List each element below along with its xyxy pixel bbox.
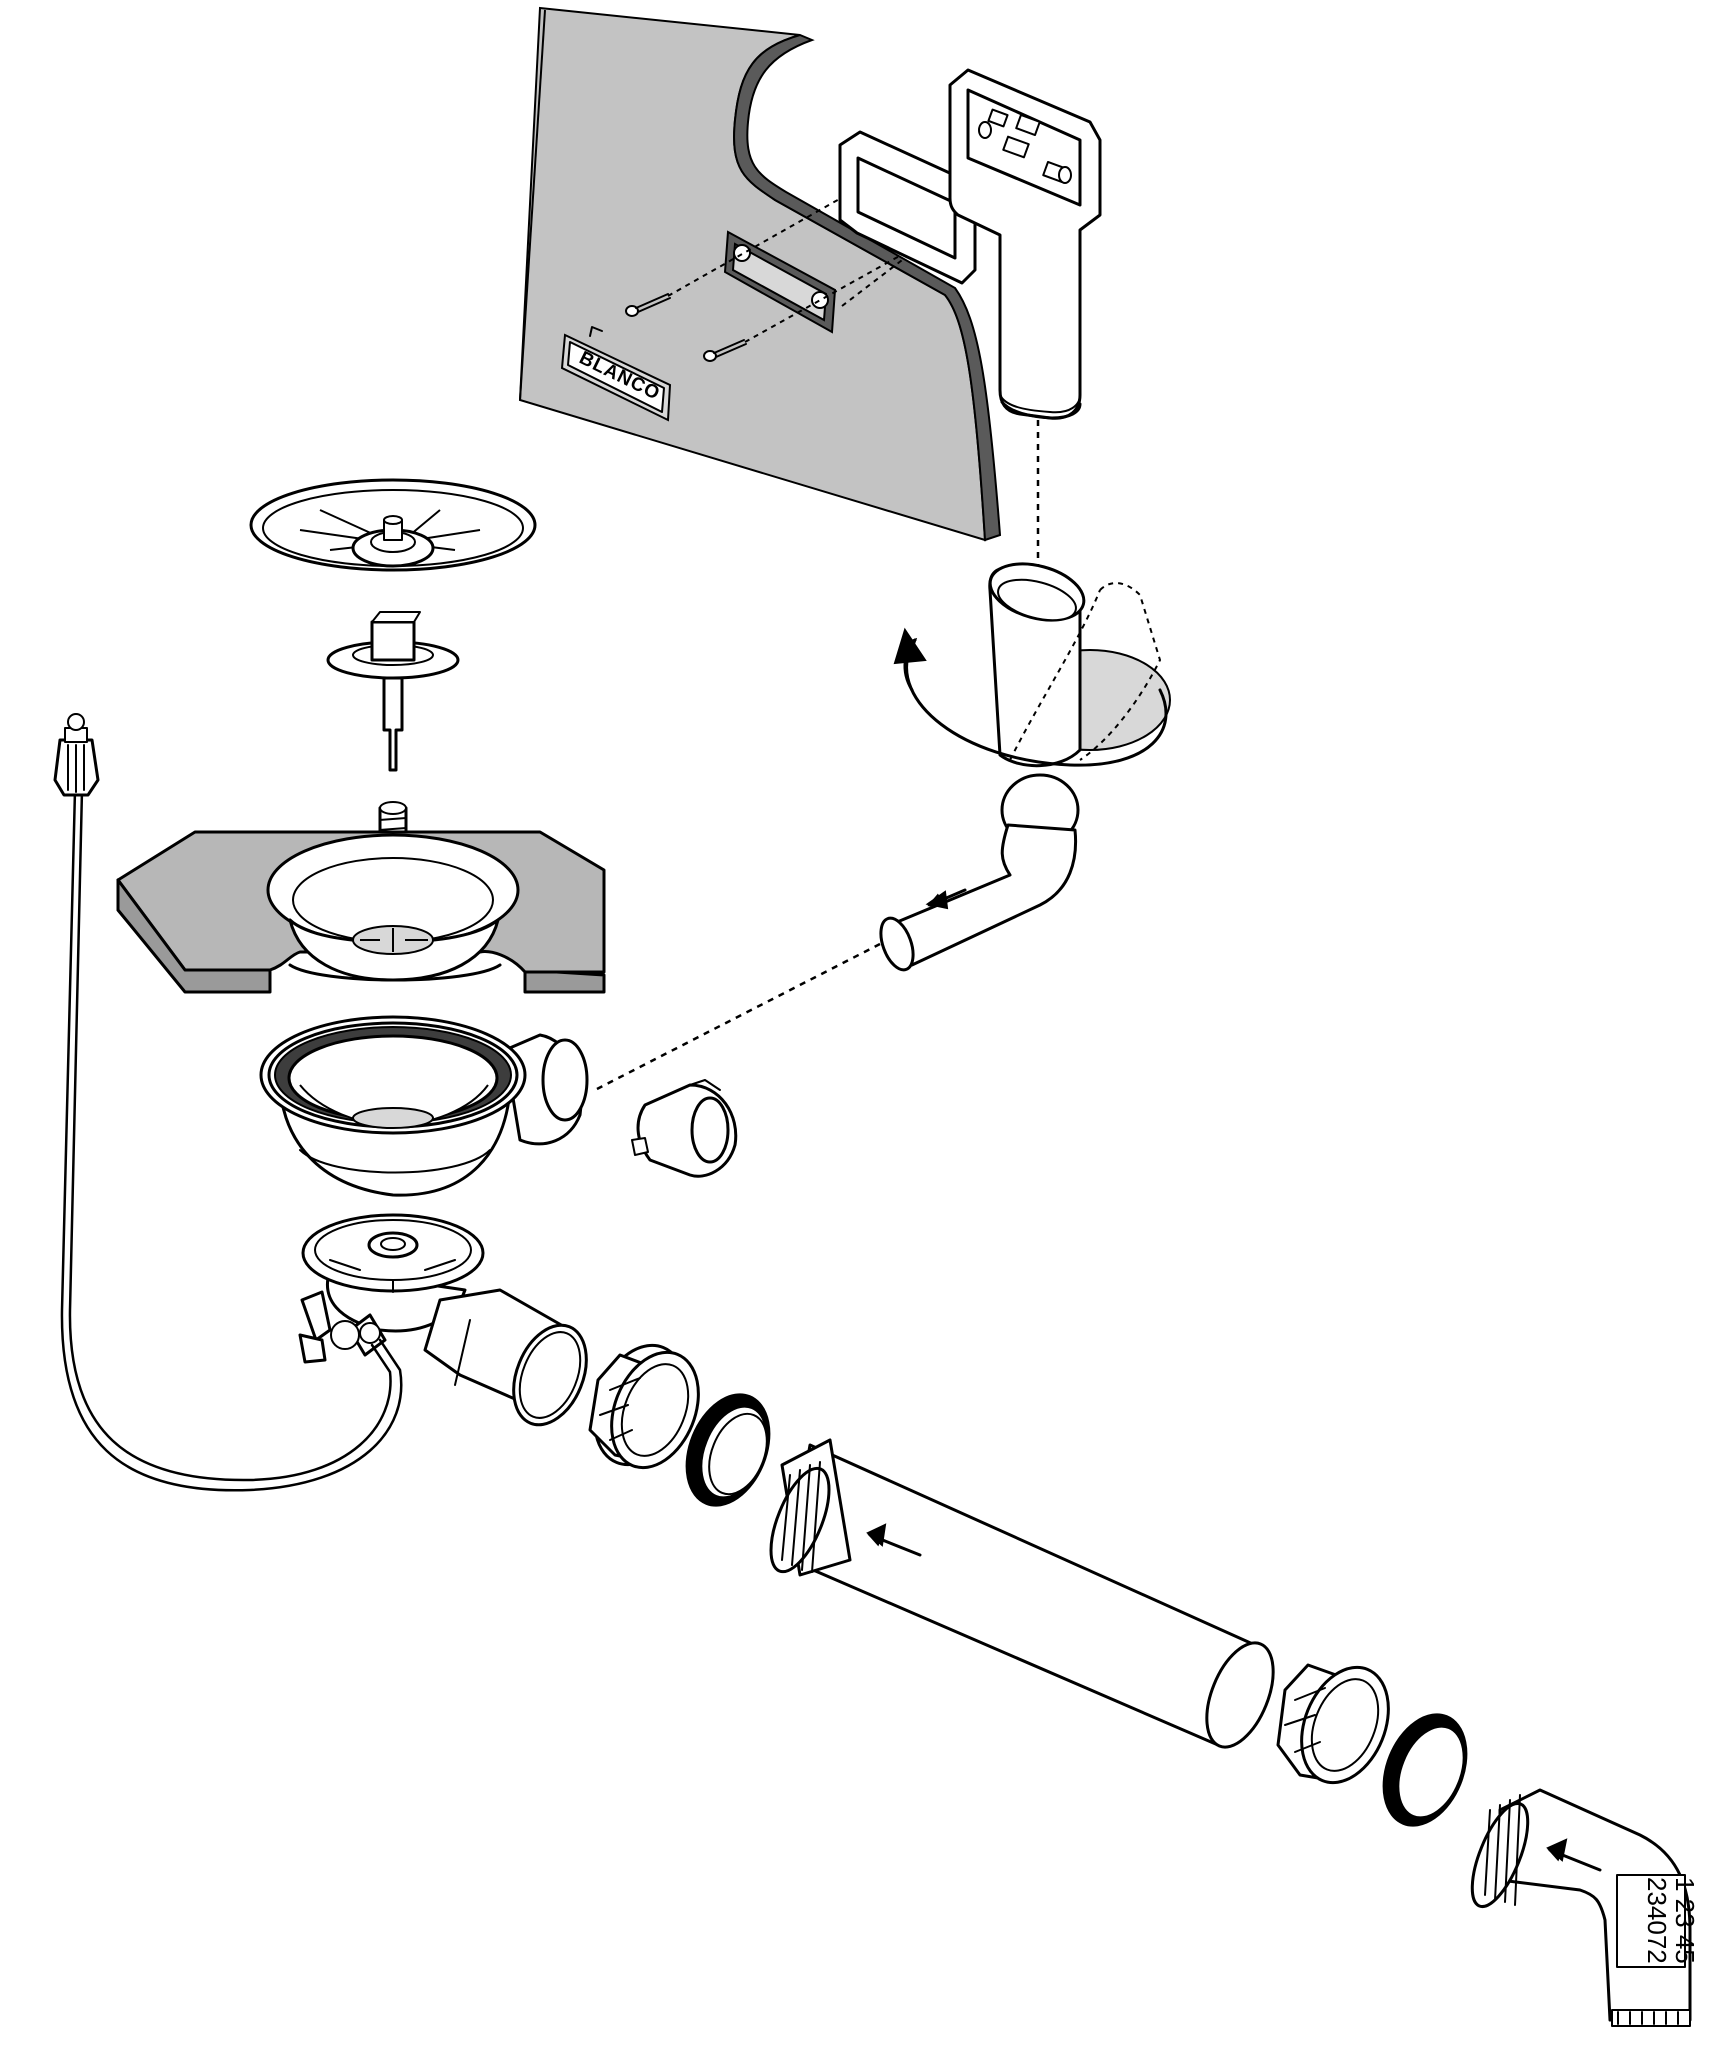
union-nut-1: [588, 1343, 700, 1470]
rotation-path: [905, 648, 1168, 767]
part-label: 234072 1 23 45: [1616, 1874, 1700, 1968]
union-nut-2: [1276, 1663, 1390, 1785]
valve-stem: [326, 611, 460, 772]
part-number-text: 234072: [1642, 1877, 1672, 1964]
overflow-elbow-assembly: [879, 562, 1171, 972]
strainer-basket-plug: [249, 478, 537, 572]
overflow-frame: [838, 130, 977, 285]
overflow-cover: [948, 68, 1102, 420]
mounting-screw-lower: [703, 339, 747, 362]
outlet-elbow: 234072 1 23 45: [1470, 1788, 1700, 2027]
part-code-text: 1 23 45: [1670, 1877, 1700, 1964]
extension-pipe: [769, 1438, 1275, 1749]
overflow-valve-insert: [631, 1079, 738, 1178]
strainer-body: [259, 1015, 589, 1197]
outlet-body: [298, 1213, 588, 1427]
seal-ring-1: [685, 1393, 771, 1507]
mounting-screw-upper: [625, 293, 671, 317]
pop-up-cable: [53, 713, 403, 1492]
sink-cutout-section: [116, 830, 606, 994]
seal-ring-2: [1382, 1713, 1468, 1827]
